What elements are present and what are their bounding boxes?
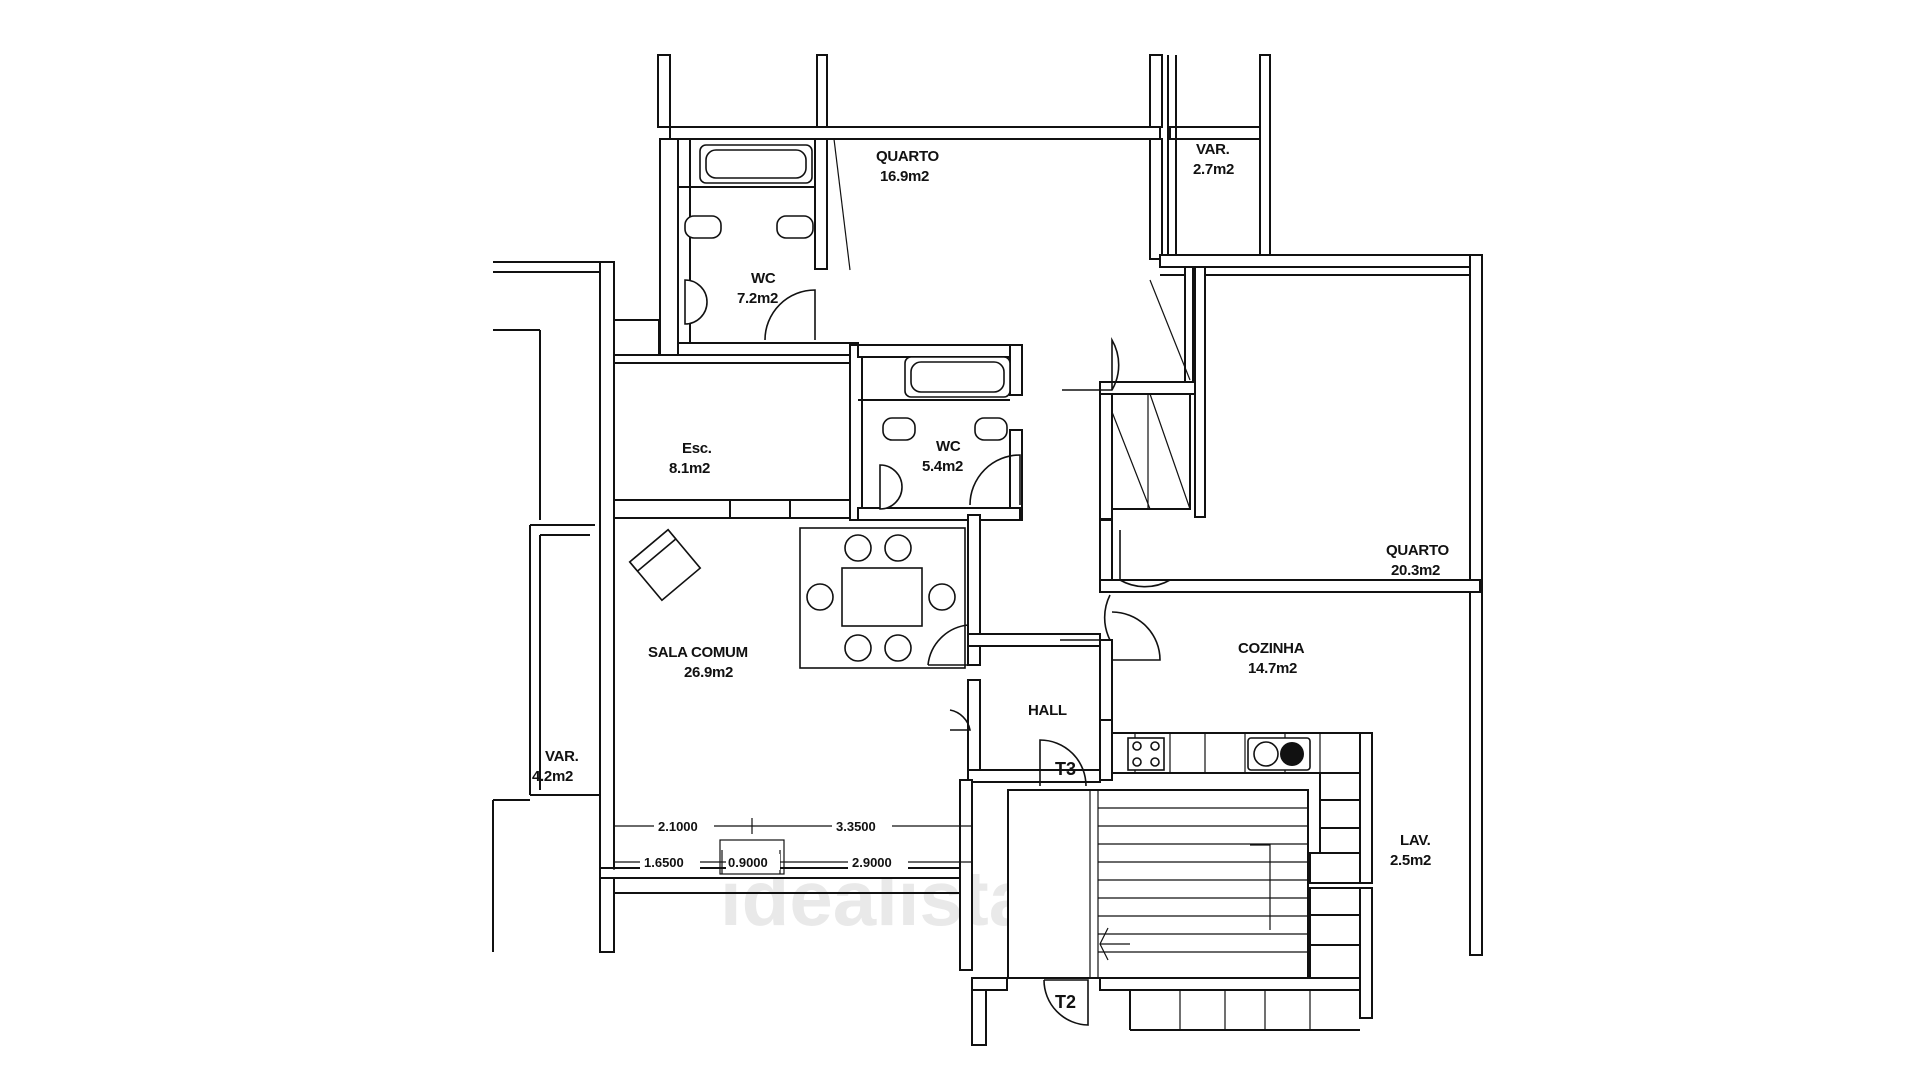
room-var-1-name: VAR. bbox=[1196, 141, 1230, 158]
room-var-2-area: 4.2m2 bbox=[532, 768, 573, 785]
armchair bbox=[628, 528, 702, 602]
toilet bbox=[882, 417, 916, 441]
room-sala-comum-area: 26.9m2 bbox=[684, 664, 733, 681]
toilet bbox=[776, 215, 814, 239]
room-wc-1-area: 7.2m2 bbox=[737, 290, 778, 307]
fixtures bbox=[628, 144, 1011, 669]
room-lav-name: LAV. bbox=[1400, 832, 1431, 849]
walls bbox=[492, 54, 1483, 1046]
room-quarto-1-name: QUARTO bbox=[876, 148, 940, 165]
room-hall-name: HALL bbox=[1028, 702, 1067, 719]
room-esc-name: Esc. bbox=[682, 440, 712, 457]
room-wc-1-name: WC bbox=[751, 270, 776, 287]
dimension-bottom-3: 2.9000 bbox=[852, 855, 892, 870]
room-lav-area: 2.5m2 bbox=[1390, 852, 1431, 869]
dimensions: 2.1000 3.3500 1.6500 0.9000 2.9000 bbox=[613, 818, 973, 875]
room-labels: QUARTO 16.9m2 VAR. 2.7m2 WC 7.2m2 Esc. 8… bbox=[532, 141, 1450, 869]
tag-t3: T3 bbox=[1055, 759, 1076, 779]
room-var-2-name: VAR. bbox=[545, 748, 579, 765]
room-esc-area: 8.1m2 bbox=[669, 460, 710, 477]
door-sala-low bbox=[949, 709, 971, 731]
tags: T3 T2 bbox=[1055, 759, 1076, 1012]
dimension-top-1: 2.1000 bbox=[658, 819, 698, 834]
door-t3 bbox=[1039, 739, 1087, 787]
room-quarto-2-name: QUARTO bbox=[1386, 542, 1450, 559]
room-quarto-2-area: 20.3m2 bbox=[1391, 562, 1440, 579]
dimension-bottom-1: 1.6500 bbox=[644, 855, 684, 870]
room-cozinha-area: 14.7m2 bbox=[1248, 660, 1297, 677]
dimension-top-2: 3.3500 bbox=[836, 819, 876, 834]
toilet bbox=[684, 215, 722, 239]
door-sala bbox=[927, 624, 969, 666]
door-hall1 bbox=[1060, 594, 1112, 641]
room-quarto-1-area: 16.9m2 bbox=[880, 168, 929, 185]
door-wc1 bbox=[764, 289, 816, 341]
door-cozinha bbox=[1111, 611, 1161, 661]
basin bbox=[684, 279, 708, 325]
doors bbox=[764, 289, 1171, 1026]
room-wc-2-name: WC bbox=[936, 438, 961, 455]
room-cozinha-name: COZINHA bbox=[1238, 640, 1305, 657]
basin bbox=[879, 464, 903, 510]
room-sala-comum-name: SALA COMUM bbox=[648, 644, 748, 661]
door-t2 bbox=[1043, 979, 1089, 1026]
door-wc2 bbox=[969, 454, 1021, 506]
tag-t2: T2 bbox=[1055, 992, 1076, 1012]
room-wc-2-area: 5.4m2 bbox=[922, 458, 963, 475]
door-quarto2 bbox=[1119, 530, 1171, 588]
door-quarto1 bbox=[1062, 337, 1120, 391]
room-var-1-area: 2.7m2 bbox=[1193, 161, 1234, 178]
toilet bbox=[974, 417, 1008, 441]
dimension-bottom-2: 0.9000 bbox=[728, 855, 768, 870]
